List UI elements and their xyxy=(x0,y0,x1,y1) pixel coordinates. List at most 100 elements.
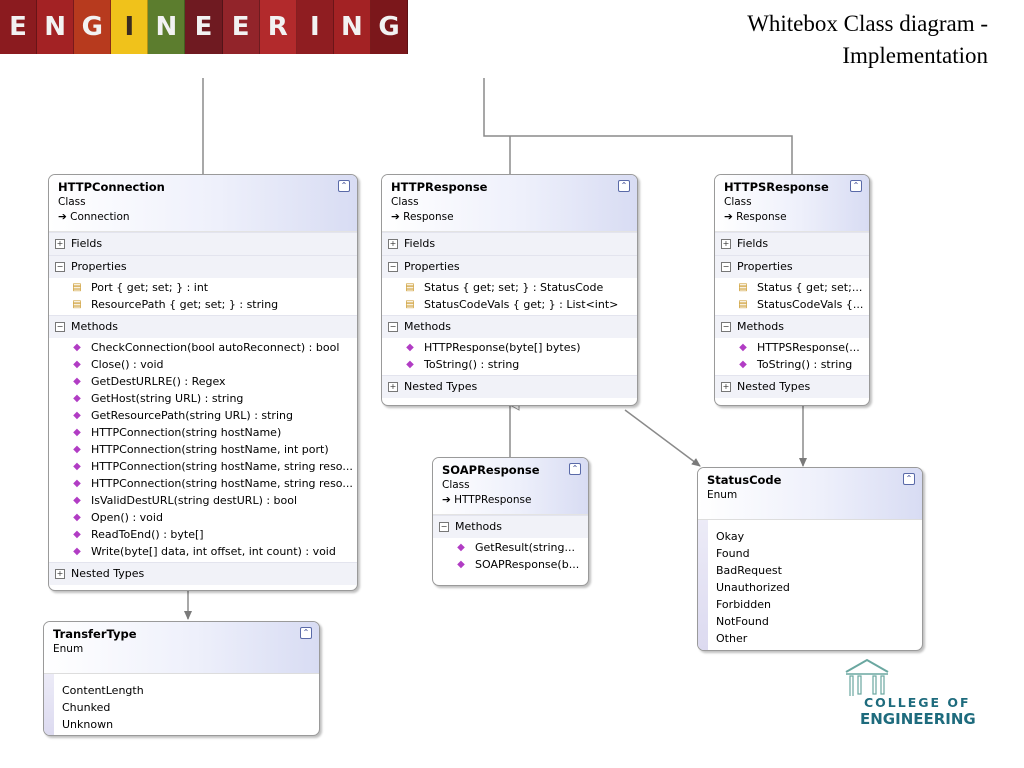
collapse-minus-icon[interactable]: − xyxy=(55,322,65,332)
property-item[interactable]: ▤ ResourcePath { get; set; } : string xyxy=(49,296,357,313)
member-text: ReadToEnd() : byte[] xyxy=(91,528,204,541)
method-item[interactable]: ◆GetDestURLRE() : Regex xyxy=(49,373,357,390)
collapse-icon[interactable]: ⌃ xyxy=(903,473,915,485)
collapse-icon[interactable]: ⌃ xyxy=(569,463,581,475)
enum-value[interactable]: Chunked xyxy=(62,701,111,714)
enum-value[interactable]: BadRequest xyxy=(716,564,782,577)
expand-icon[interactable]: + xyxy=(388,382,398,392)
member-text: HTTPResponse(byte[] bytes) xyxy=(424,341,581,354)
httpresponse-class-box[interactable]: HTTPResponse Class ➔ Response ⌃ +Fields … xyxy=(381,174,638,406)
method-item[interactable]: ◆ToString() : string xyxy=(382,356,637,373)
properties-section[interactable]: −Properties xyxy=(715,255,869,278)
nested-types-section[interactable]: +Nested Types xyxy=(49,562,357,585)
httpsresponse-class-box[interactable]: HTTPSResponse Class ➔ Response ⌃ +Fields… xyxy=(714,174,870,406)
method-item[interactable]: ◆CheckConnection(bool autoReconnect) : b… xyxy=(49,339,357,356)
college-of-engineering-logo: COLLEGE OF ENGINEERING xyxy=(842,656,976,728)
enum-value[interactable]: Unknown xyxy=(62,718,114,731)
method-item[interactable]: ◆ReadToEnd() : byte[] xyxy=(49,526,357,543)
enum-value[interactable]: Forbidden xyxy=(716,598,771,611)
method-icon: ◆ xyxy=(73,495,81,506)
fields-section[interactable]: +Fields xyxy=(49,232,357,255)
class-kind: Class xyxy=(442,479,470,491)
properties-list: ▤Port { get; set; } : int ▤ ResourcePath {… xyxy=(49,278,357,315)
nested-types-section[interactable]: +Nested Types xyxy=(715,375,869,398)
collapse-minus-icon[interactable]: − xyxy=(388,262,398,272)
enum-kind: Enum xyxy=(53,643,84,655)
collapse-icon[interactable]: ⌃ xyxy=(618,180,630,192)
fields-section[interactable]: +Fields xyxy=(715,232,869,255)
httpconnection-class-box[interactable]: HTTPConnection Class ➔ Connection ⌃ +Fie… xyxy=(48,174,358,591)
method-item[interactable]: ◆GetResult(string... xyxy=(433,539,588,556)
property-item[interactable]: ▤Status { get; set; } : StatusCode xyxy=(382,279,637,296)
assoc-httpresponse-statuscode xyxy=(624,409,701,467)
property-item[interactable]: ▤Port { get; set; } : int xyxy=(49,279,357,296)
class-header: HTTPResponse Class ➔ Response ⌃ xyxy=(382,175,637,232)
collapse-minus-icon[interactable]: − xyxy=(721,262,731,272)
property-icon: ▤ xyxy=(72,299,82,310)
nested-types-section[interactable]: +Nested Types xyxy=(382,375,637,398)
method-item[interactable]: ◆HTTPConnection(string hostName, string … xyxy=(49,458,357,475)
class-name: HTTPResponse xyxy=(391,180,488,194)
expand-icon[interactable]: + xyxy=(55,239,65,249)
method-item[interactable]: ◆Write(byte[] data, int offset, int coun… xyxy=(49,543,357,560)
method-item[interactable]: ◆SOAPResponse(b... xyxy=(433,556,588,573)
method-item[interactable]: ◆IsValidDestURL(string destURL) : bool xyxy=(49,492,357,509)
enum-value[interactable]: Unauthorized xyxy=(716,581,790,594)
method-icon: ◆ xyxy=(73,461,81,472)
property-item[interactable]: ▤StatusCodeVals {... xyxy=(715,296,869,313)
method-item[interactable]: ◆GetResourcePath(string URL) : string xyxy=(49,407,357,424)
collapse-icon[interactable]: ⌃ xyxy=(850,180,862,192)
method-item[interactable]: ◆HTTPConnection(string hostName, string … xyxy=(49,475,357,492)
enum-value[interactable]: Okay xyxy=(716,530,745,543)
collapse-minus-icon[interactable]: − xyxy=(721,322,731,332)
method-icon: ◆ xyxy=(73,444,81,455)
property-icon: ▤ xyxy=(738,282,748,293)
soapresponse-class-box[interactable]: SOAPResponse Class ➔ HTTPResponse ⌃ −Met… xyxy=(432,457,589,586)
expand-icon[interactable]: + xyxy=(55,569,65,579)
methods-section[interactable]: −Methods xyxy=(382,315,637,338)
response-base-line xyxy=(483,78,793,175)
inherit-arrow-icon: ➔ xyxy=(58,211,71,223)
inherit-arrow-icon: ➔ xyxy=(442,494,455,506)
methods-list: ◆CheckConnection(bool autoReconnect) : b… xyxy=(49,338,357,562)
member-text: ResourcePath { get; set; } : string xyxy=(91,298,279,311)
expand-icon[interactable]: + xyxy=(721,239,731,249)
collapse-minus-icon[interactable]: − xyxy=(55,262,65,272)
enum-value[interactable]: ContentLength xyxy=(62,684,144,697)
enum-kind: Enum xyxy=(707,489,738,501)
collapse-minus-icon[interactable]: − xyxy=(388,322,398,332)
properties-list: ▤Status { get; set;...▤StatusCodeVals {.… xyxy=(715,278,869,315)
method-item[interactable]: ◆Close() : void xyxy=(49,356,357,373)
logo-line1: COLLEGE OF xyxy=(864,695,971,710)
collapse-minus-icon[interactable]: − xyxy=(439,522,449,532)
method-item[interactable]: ◆ToString() : string xyxy=(715,356,869,373)
methods-section[interactable]: −Methods xyxy=(49,315,357,338)
method-item[interactable]: ◆HTTPConnection(string hostName) xyxy=(49,424,357,441)
methods-section[interactable]: −Methods xyxy=(433,515,588,538)
enum-value[interactable]: NotFound xyxy=(716,615,769,628)
enum-header: TransferType Enum ⌃ xyxy=(44,622,319,674)
member-text: HTTPConnection(string hostName, string r… xyxy=(91,477,353,490)
method-item[interactable]: ◆GetHost(string URL) : string xyxy=(49,390,357,407)
collapse-icon[interactable]: ⌃ xyxy=(300,627,312,639)
method-item[interactable]: ◆Open() : void xyxy=(49,509,357,526)
method-item[interactable]: ◆HTTPConnection(string hostName, int por… xyxy=(49,441,357,458)
class-kind: Class xyxy=(724,196,752,208)
banner-letter: E xyxy=(185,0,223,54)
enum-value[interactable]: Found xyxy=(716,547,750,560)
methods-section[interactable]: −Methods xyxy=(715,315,869,338)
collapse-icon[interactable]: ⌃ xyxy=(338,180,350,192)
method-item[interactable]: ◆HTTPSResponse(... xyxy=(715,339,869,356)
properties-section[interactable]: −Properties xyxy=(49,255,357,278)
properties-section[interactable]: −Properties xyxy=(382,255,637,278)
fields-section[interactable]: +Fields xyxy=(382,232,637,255)
expand-icon[interactable]: + xyxy=(388,239,398,249)
property-item[interactable]: ▤Status { get; set;... xyxy=(715,279,869,296)
method-item[interactable]: ◆HTTPResponse(byte[] bytes) xyxy=(382,339,637,356)
property-item[interactable]: ▤StatusCodeVals { get; } : List<int> xyxy=(382,296,637,313)
enum-value[interactable]: Other xyxy=(716,632,748,645)
expand-icon[interactable]: + xyxy=(721,382,731,392)
